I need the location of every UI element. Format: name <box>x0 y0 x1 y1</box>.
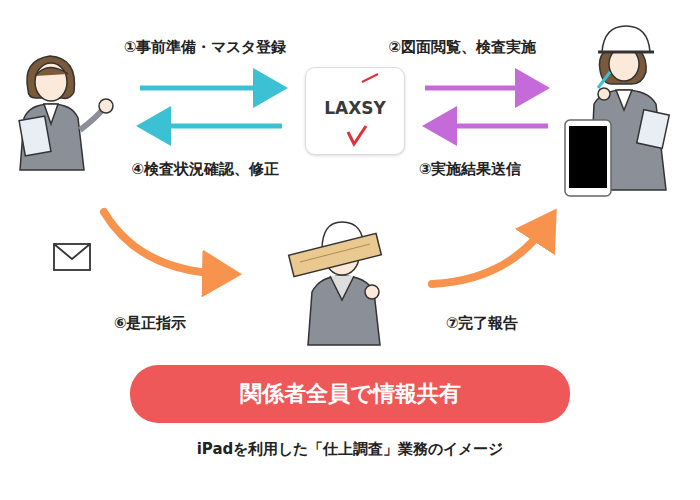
step-label: ④検査状況確認、修正 <box>131 160 279 179</box>
info-band: 関係者全員で情報共有 <box>130 365 570 423</box>
step-label: ①事前準備・マスタ登録 <box>124 38 287 57</box>
construction-worker <box>289 222 382 345</box>
office-woman <box>19 56 113 170</box>
band-text: 関係者全員で情報共有 <box>240 379 461 409</box>
arrow <box>432 222 548 284</box>
tablet-icon <box>565 120 611 196</box>
step-label: ②図面閲覧、検査実施 <box>388 38 536 57</box>
step-label: ⑥是正指示 <box>114 314 187 333</box>
arrow <box>425 86 540 91</box>
step-label: ⑦完了報告 <box>446 314 519 333</box>
arrow <box>432 124 548 129</box>
arrow <box>140 86 278 91</box>
step-label: ③実施結果送信 <box>419 160 522 179</box>
arrow <box>104 212 226 274</box>
arrow <box>146 124 282 129</box>
logo-text: LAXSY <box>306 98 404 118</box>
logo-box: LAXSY <box>305 67 405 155</box>
caption: iPadを利用した「仕上調査」業務のイメージ <box>197 440 504 459</box>
envelope-icon <box>54 244 90 270</box>
